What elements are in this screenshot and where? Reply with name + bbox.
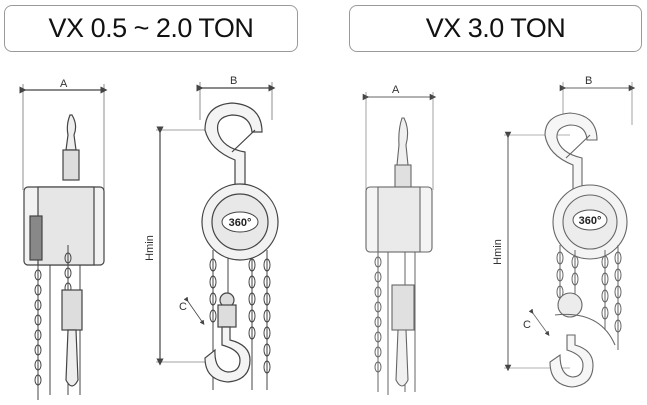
right-dim-c-label: C xyxy=(523,319,531,331)
title-right-text: VX 3.0 TON xyxy=(425,13,566,43)
right-front-chain-links xyxy=(556,251,622,333)
left-dim-a-label: A xyxy=(60,78,68,90)
left-front-view xyxy=(156,82,279,390)
title-vx-3-0-ton: VX 3.0 TON xyxy=(349,5,642,52)
left-rotation-badge: 360° xyxy=(221,211,259,233)
left-side-view xyxy=(19,84,108,400)
right-side-chain-links xyxy=(374,256,382,373)
right-front-view xyxy=(504,82,636,388)
left-rotation-text: 360° xyxy=(229,217,252,229)
left-dim-c-label: C xyxy=(179,301,187,313)
right-dim-b-label: B xyxy=(585,75,592,87)
title-vx-0-5-2-0-ton: VX 0.5 ~ 2.0 TON xyxy=(4,5,298,52)
right-rotation-text: 360° xyxy=(579,215,602,227)
left-dim-hmin-label: Hmin xyxy=(144,235,156,261)
left-front-chain-links xyxy=(209,258,271,374)
right-side-view xyxy=(362,92,437,395)
title-left-text: VX 0.5 ~ 2.0 TON xyxy=(48,13,254,43)
left-side-chain-links xyxy=(34,252,72,386)
right-rotation-badge: 360° xyxy=(572,209,608,231)
right-dim-hmin-label: Hmin xyxy=(492,239,504,265)
right-dim-a-label: A xyxy=(392,84,400,96)
left-dim-b-label: B xyxy=(230,75,237,87)
